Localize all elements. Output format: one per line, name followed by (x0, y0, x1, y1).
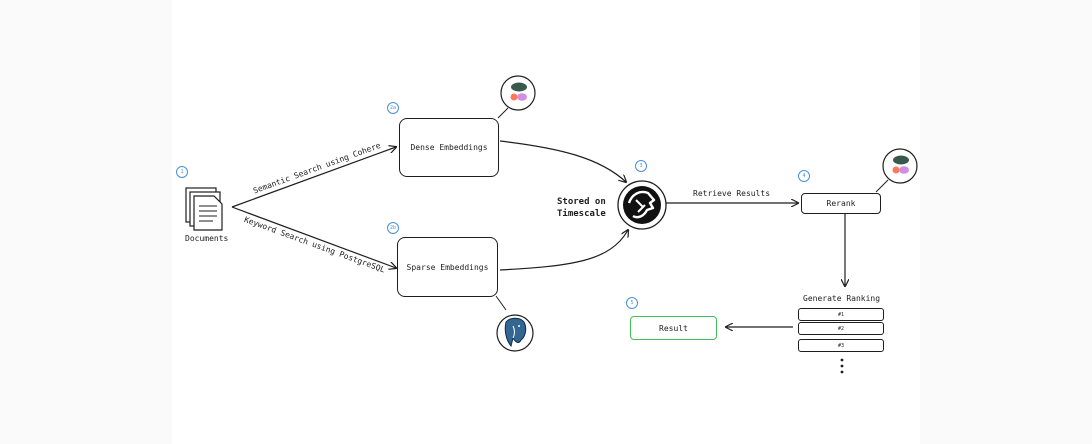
edge-postgres-sparse-link (495, 295, 507, 311)
retrieve-results-label: Retrieve Results (693, 189, 771, 198)
edge-dense-to-timescale (499, 140, 626, 182)
cohere-logo-icon (500, 75, 536, 111)
ranking-item: #1 (798, 308, 884, 321)
edge-cohere-rerank-link (875, 179, 889, 193)
sparse-embeddings-label: Sparse Embeddings (406, 262, 489, 272)
ranking-more-dot (840, 370, 844, 374)
ranking-more-dot (840, 364, 844, 368)
ranking-item: #2 (798, 322, 884, 335)
generate-ranking-label: Generate Ranking (803, 294, 881, 303)
timescale-label: Timescale (557, 209, 606, 219)
dense-embeddings-box: Dense Embeddings (399, 118, 499, 177)
rerank-label: Rerank (826, 199, 856, 208)
step-badge-dense: 2a (387, 102, 399, 114)
postgresql-elephant-icon (496, 314, 534, 352)
edge-keyword-search (231, 206, 396, 268)
dense-embeddings-label: Dense Embeddings (410, 143, 488, 152)
step-badge-result: 5 (626, 297, 638, 309)
edge-semantic-search (231, 147, 396, 208)
timescale-tiger-icon (617, 180, 667, 230)
ranking-item: #3 (798, 339, 884, 352)
step-badge-sparse: 2b (387, 222, 399, 234)
documents-label: Documents (185, 234, 229, 243)
rerank-box: Rerank (801, 193, 881, 214)
step-badge-stored: 3 (635, 160, 647, 172)
stored-on-label: Stored on (557, 197, 606, 207)
documents-stack-icon (185, 187, 223, 231)
result-box: Result (630, 316, 717, 340)
cohere-logo-icon (882, 148, 918, 184)
result-label: Result (659, 323, 688, 333)
step-badge-documents: 1 (176, 166, 188, 178)
ranking-more-dot (840, 358, 844, 362)
step-badge-rerank: 4 (798, 170, 810, 182)
edge-sparse-to-timescale (499, 230, 628, 271)
diagram-canvas (172, 0, 920, 444)
sparse-embeddings-box: Sparse Embeddings (397, 237, 498, 297)
edge-cohere-dense-link (497, 107, 509, 119)
